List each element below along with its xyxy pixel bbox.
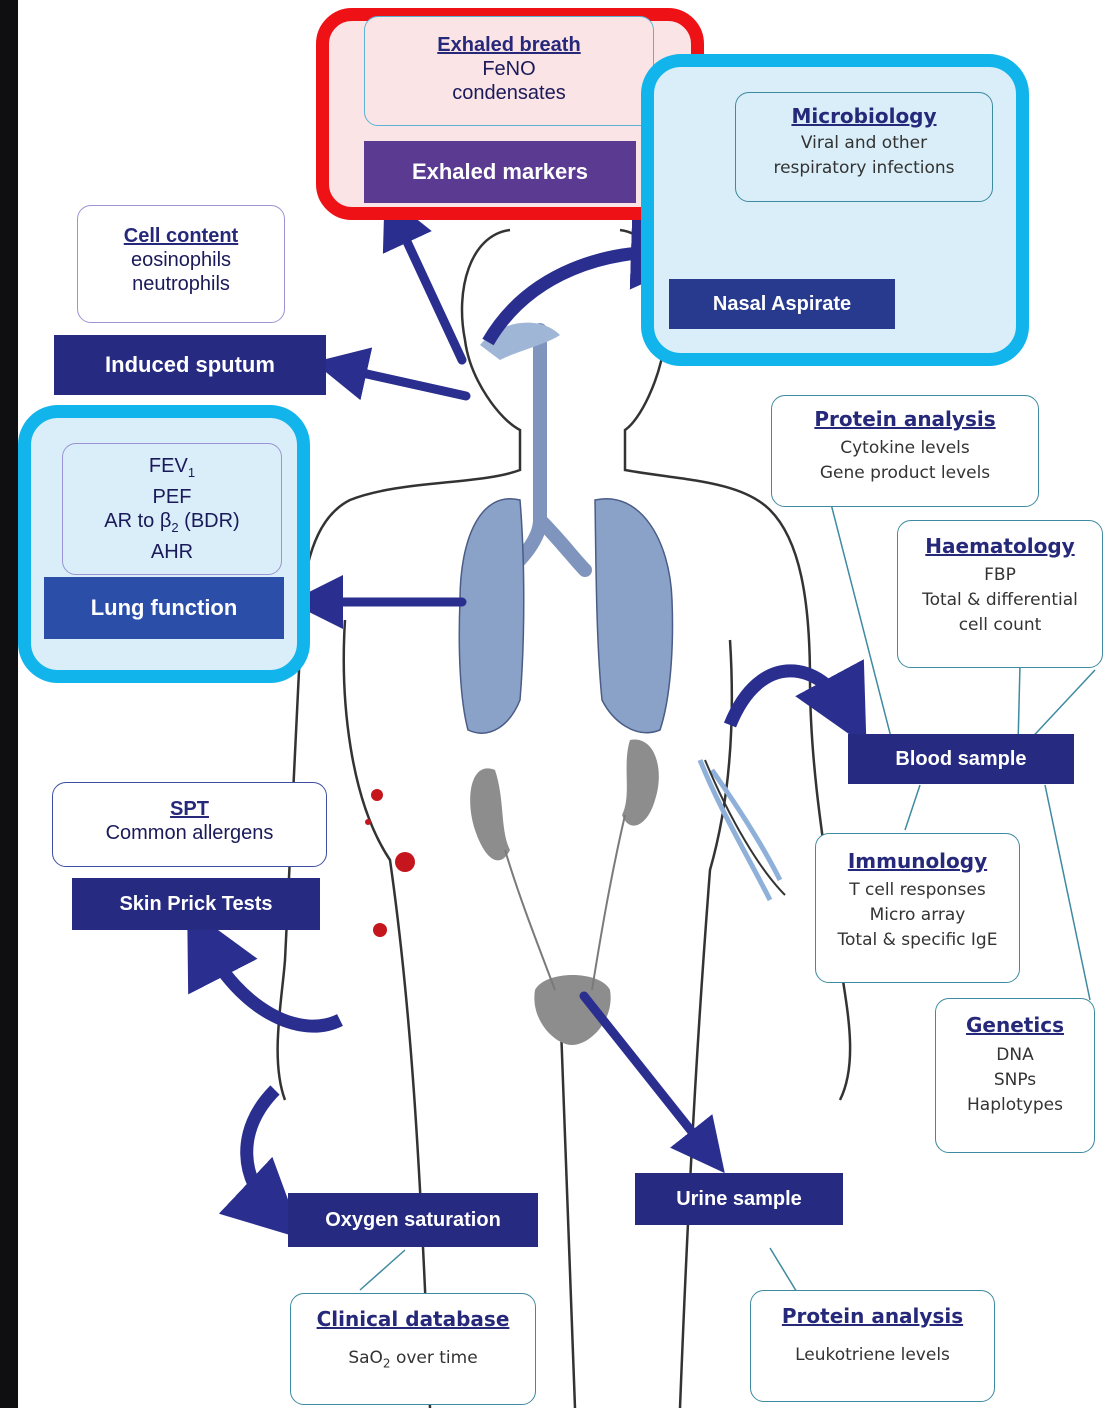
immunology-bubble: Immunology T cell responses Micro array … (815, 833, 1020, 983)
genetics-bubble: Genetics DNA SNPs Haplotypes (935, 998, 1095, 1153)
clinical-database-heading: Clinical database (291, 1302, 535, 1336)
protein-analysis-line: Cytokine levels (772, 436, 1038, 461)
left-lung (459, 499, 523, 733)
right-kidney (622, 740, 659, 826)
arrow-to-blood (730, 671, 848, 725)
genetics-heading: Genetics (936, 1007, 1094, 1043)
microbiology-line: Viral and other (736, 131, 992, 156)
exhaled-breath-card: Exhaled breath FeNO condensates (364, 16, 654, 126)
genetics-line: Haplotypes (936, 1093, 1094, 1118)
arrow-to-urine (584, 996, 708, 1152)
clinical-over-time-text: over time (391, 1348, 478, 1368)
exhaled-breath-line: condensates (365, 81, 653, 105)
skin-prick-tests-label: Skin Prick Tests (72, 878, 320, 930)
haematology-bubble: Haematology FBP Total & differential cel… (897, 520, 1103, 668)
immunology-line: Total & specific IgE (816, 928, 1019, 953)
curved-arrows (205, 252, 848, 1212)
spt-card: SPT Common allergens (52, 782, 327, 867)
exhaled-breath-line: FeNO (365, 57, 653, 81)
lung-measures-card: FEV1 PEF AR to β2 (BDR) AHR (62, 443, 282, 575)
left-kidney (470, 768, 510, 860)
induced-sputum-label: Induced sputum (54, 335, 326, 395)
lung-ar-text: AR to β (104, 510, 171, 532)
immunology-line: Micro array (816, 903, 1019, 928)
arrow-to-exhaled (396, 218, 462, 360)
lung-measure-pef: PEF (63, 485, 281, 509)
cell-content-heading: Cell content (78, 224, 284, 248)
exhaled-breath-heading: Exhaled breath (365, 33, 653, 57)
cell-content-line: eosinophils (78, 248, 284, 272)
arrow-to-oxygen (247, 1090, 275, 1212)
lung-fev-subscript: 1 (188, 465, 195, 480)
cell-content-card: Cell content eosinophils neutrophils (77, 205, 285, 323)
oxygen-saturation-label: Oxygen saturation (288, 1193, 538, 1247)
lung-fev-text: FEV (149, 455, 188, 477)
arrow-to-sputum (340, 368, 466, 396)
microbiology-bubble: Microbiology Viral and other respiratory… (735, 92, 993, 202)
clinical-database-bubble: Clinical database SaO2 over time (290, 1293, 536, 1405)
clinical-sao-text: SaO (348, 1348, 383, 1368)
haematology-heading: Haematology (898, 529, 1102, 563)
nasal-aspirate-label: Nasal Aspirate (669, 279, 895, 329)
blood-sample-label: Blood sample (848, 734, 1074, 784)
haematology-line: FBP (898, 563, 1102, 588)
clinical-database-line: SaO2 over time (291, 1346, 535, 1376)
lung-function-label: Lung function (44, 577, 284, 639)
immunology-line: T cell responses (816, 878, 1019, 903)
urine-sample-label: Urine sample (635, 1173, 843, 1225)
lung-ar-subscript: 2 (171, 520, 178, 535)
lung-measure-fev1: FEV1 (63, 454, 281, 485)
ureters (505, 815, 625, 990)
exhaled-markers-label: Exhaled markers (364, 141, 636, 203)
protein-analysis-blood-bubble: Protein analysis Cytokine levels Gene pr… (771, 395, 1039, 507)
microbiology-heading: Microbiology (736, 101, 992, 131)
genetics-line: SNPs (936, 1068, 1094, 1093)
microbiology-line: respiratory infections (736, 156, 992, 181)
clinical-sao-subscript: 2 (383, 1356, 391, 1370)
right-lung (595, 499, 673, 733)
protein-analysis-urine-bubble: Protein analysis Leukotriene levels (750, 1290, 995, 1402)
protein-analysis-heading: Protein analysis (772, 402, 1038, 436)
spt-heading: SPT (53, 797, 326, 821)
lung-measure-ar: AR to β2 (BDR) (63, 509, 281, 540)
lung-measure-ahr: AHR (63, 540, 281, 564)
spt-line: Common allergens (53, 821, 326, 845)
arrow-to-skin-prick (205, 942, 340, 1026)
haematology-line: Total & differential (898, 588, 1102, 613)
immunology-heading: Immunology (816, 844, 1019, 878)
cell-content-line: neutrophils (78, 272, 284, 296)
lung-ar-suffix: (BDR) (179, 510, 240, 532)
arm-veins (700, 760, 780, 900)
protein-analysis-urine-line: Leukotriene levels (751, 1343, 994, 1368)
protein-analysis-urine-heading: Protein analysis (751, 1299, 994, 1333)
haematology-line: cell count (898, 613, 1102, 638)
protein-analysis-line: Gene product levels (772, 461, 1038, 486)
genetics-line: DNA (936, 1043, 1094, 1068)
